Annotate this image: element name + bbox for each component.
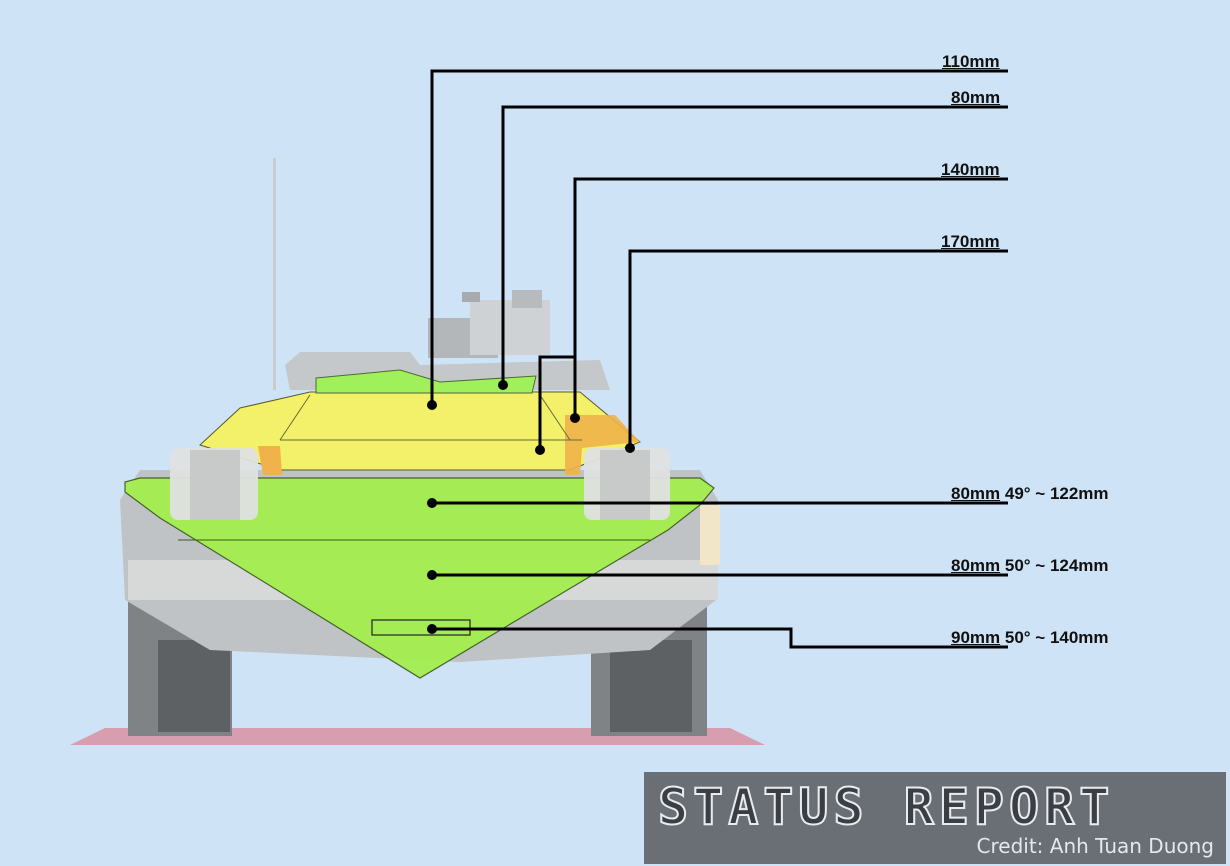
dot-80-top bbox=[498, 380, 508, 390]
plate-seam-3 bbox=[539, 394, 571, 441]
callout-140mm: 140mm bbox=[941, 160, 1000, 179]
right-light-box-shade bbox=[600, 450, 650, 520]
left-track-shade bbox=[158, 640, 230, 732]
banner-title: STATUS REPORT bbox=[657, 777, 1115, 837]
leader-lower-plate bbox=[432, 627, 1008, 649]
callout-80mm-top: 80mm bbox=[951, 88, 1001, 107]
zone-orange-left bbox=[258, 446, 282, 475]
dot-mid-plate bbox=[427, 570, 437, 580]
left-light-box-shade bbox=[190, 450, 240, 520]
zone-glacis bbox=[124, 477, 715, 679]
zone-orange-right bbox=[565, 415, 640, 475]
dot-140-b bbox=[570, 413, 580, 423]
sight-top bbox=[512, 290, 542, 308]
sight-block bbox=[470, 300, 550, 355]
antenna bbox=[273, 158, 276, 390]
right-track-shade bbox=[610, 640, 692, 732]
leader-140 bbox=[538, 177, 1008, 450]
periscope bbox=[462, 292, 480, 302]
dot-140-a bbox=[535, 445, 545, 455]
callout-mid-plate: 80mm 50° ~ 124mm bbox=[951, 556, 1109, 575]
leader-lines bbox=[430, 69, 1008, 649]
dot-lower-plate bbox=[427, 624, 437, 634]
leader-170 bbox=[628, 249, 1008, 448]
dot-110 bbox=[427, 400, 437, 410]
callout-upper-plate: 80mm 49° ~ 122mm bbox=[951, 484, 1109, 503]
zone-turret-top bbox=[315, 369, 537, 394]
dot-upper-plate bbox=[427, 498, 437, 508]
leader-80-top bbox=[501, 105, 1008, 385]
callout-lower-plate: 90mm 50° ~ 140mm bbox=[951, 628, 1109, 647]
fender-right bbox=[700, 505, 720, 565]
dot-170 bbox=[625, 443, 635, 453]
banner-credit: Credit: Anh Tuan Duong bbox=[976, 834, 1214, 858]
leader-dots bbox=[427, 380, 635, 634]
callout-170mm: 170mm bbox=[941, 232, 1000, 251]
plate-seam-2 bbox=[279, 394, 311, 441]
callout-110mm: 110mm bbox=[942, 52, 1000, 71]
status-report-banner: STATUS REPORT Credit: Anh Tuan Duong bbox=[644, 772, 1226, 864]
leader-110 bbox=[430, 69, 1008, 405]
